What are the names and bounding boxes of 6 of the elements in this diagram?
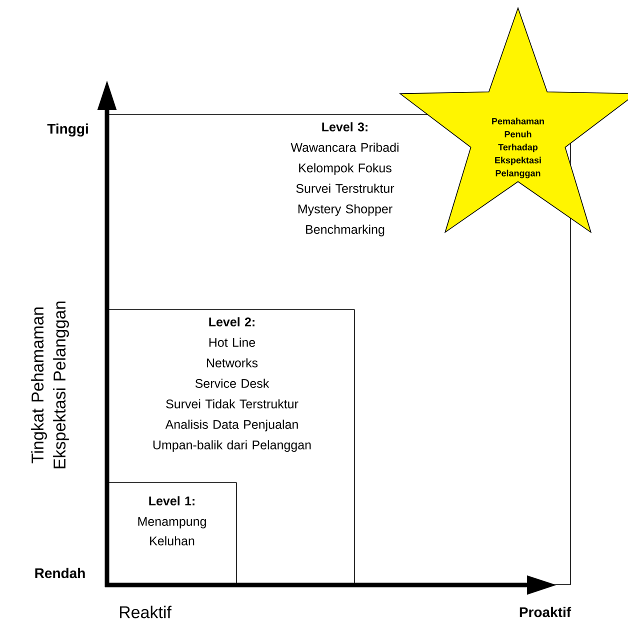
axis-label: Rendah <box>35 568 85 578</box>
axis-title: Tingkat Pehamaman Ekspektasi Pelanggan <box>31 302 69 468</box>
level-box: Level 1: Menampung Keluhan <box>107 482 237 585</box>
axis-label: Proaktif <box>520 606 572 618</box>
axis-label: Tinggi <box>47 123 88 137</box>
axis-label: Reaktif <box>120 606 172 618</box>
